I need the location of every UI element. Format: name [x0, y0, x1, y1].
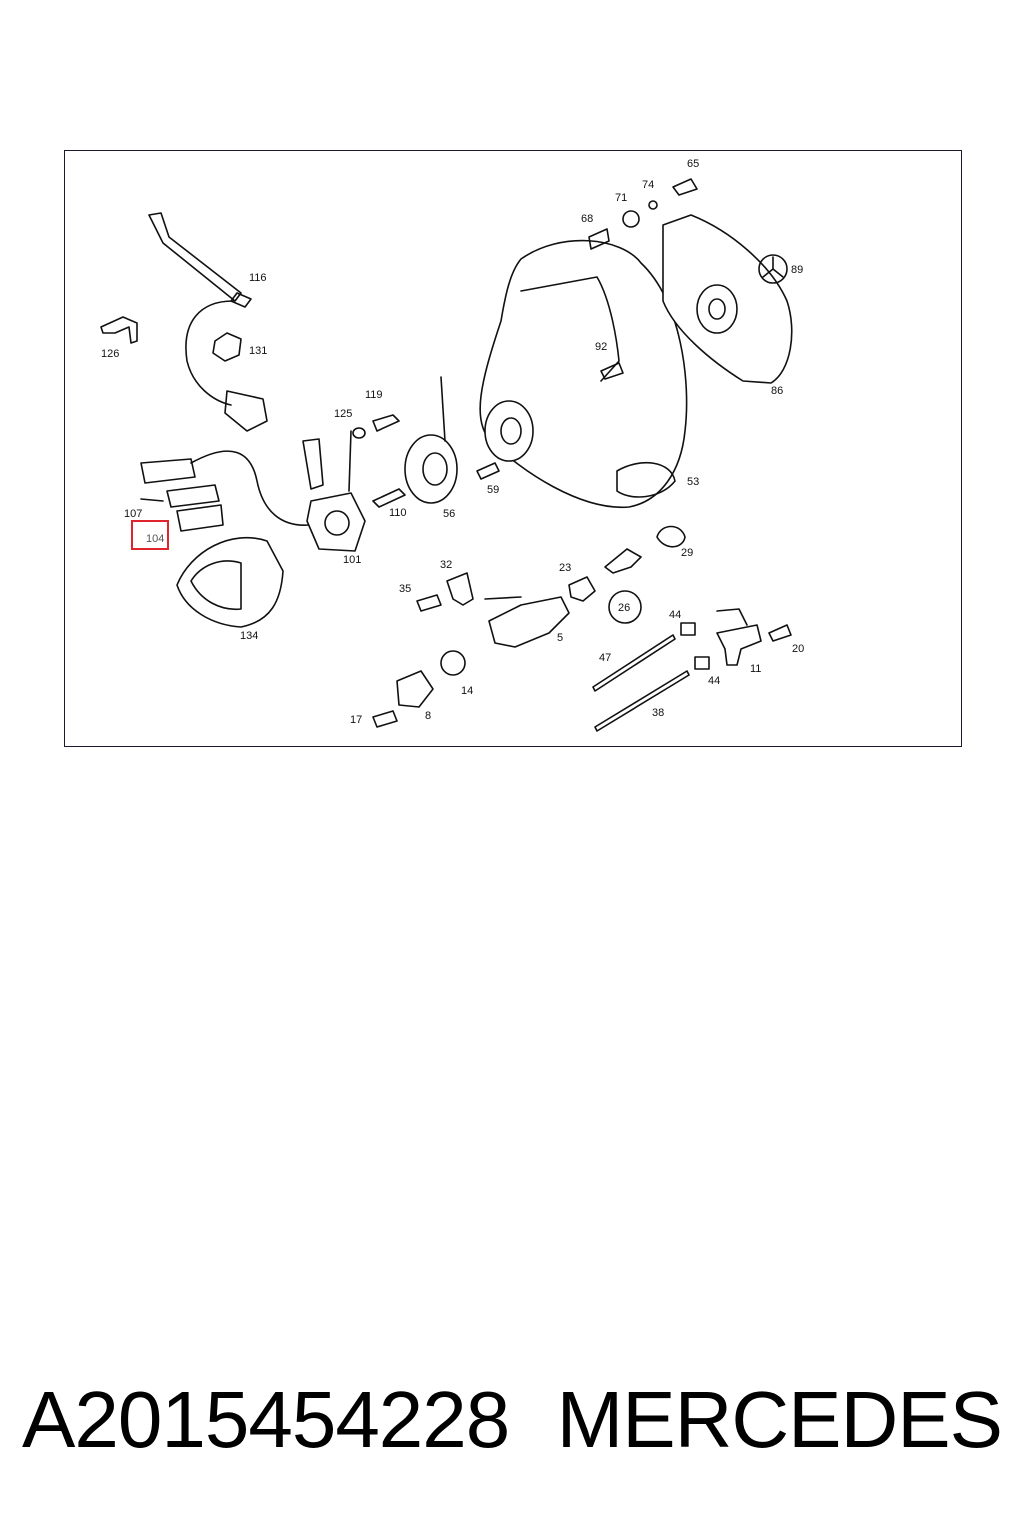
callout-label: 92	[595, 341, 607, 353]
part-screw-59	[476, 462, 500, 480]
callout-label: 53	[687, 476, 699, 488]
part-bracket	[100, 316, 138, 344]
diagram-frame: 65 74 71 68 116 89 126 131 92 86 119 125…	[64, 150, 962, 747]
part-stalk-lever	[148, 212, 268, 432]
callout-label: 56	[443, 508, 455, 520]
callout-labels: 65 74 71 68 116 89 126 131 92 86 119 125…	[101, 158, 804, 726]
callout-label: 29	[681, 547, 693, 559]
part-lever-11	[716, 624, 762, 666]
part-rod-47	[592, 634, 676, 692]
part-washer	[352, 427, 366, 439]
callout-label: 119	[365, 389, 383, 401]
callout-label: 14	[461, 685, 473, 697]
footer-caption: A2015454228 MERCEDES	[0, 1370, 1024, 1470]
callout-label: 74	[642, 179, 654, 191]
part-emblem	[758, 254, 788, 284]
callout-label: 23	[559, 562, 571, 574]
callout-label: 86	[771, 385, 783, 397]
part-spring-29	[656, 525, 686, 548]
part-bushing-44b	[694, 656, 710, 670]
part-spring-68	[588, 228, 610, 250]
callout-label: 131	[249, 345, 267, 357]
part-lock-23	[568, 576, 596, 602]
part-washer-74	[648, 200, 658, 210]
part-screw-35	[416, 594, 442, 612]
callout-label: 35	[399, 583, 411, 595]
part-switch-assembly	[302, 430, 366, 552]
part-connectors	[140, 450, 310, 532]
part-bushing-44a	[680, 622, 696, 636]
callout-label: 68	[581, 213, 593, 225]
part-number: A2015454228	[22, 1375, 510, 1464]
callout-label: 32	[440, 559, 452, 571]
callout-label: 47	[599, 652, 611, 664]
callout-label: 11	[750, 663, 761, 675]
part-nut-71	[622, 210, 640, 228]
callout-label: 110	[389, 507, 407, 519]
part-steering-wheel	[479, 239, 688, 508]
callout-label: 89	[791, 264, 803, 276]
part-ignition-lock	[484, 596, 570, 648]
part-screw-17	[372, 710, 398, 728]
callout-label: 101	[343, 554, 361, 566]
part-key	[604, 548, 642, 574]
highlight-box	[131, 520, 169, 550]
callout-label: 20	[792, 643, 804, 655]
callout-label: 8	[425, 710, 431, 722]
callout-label: 116	[249, 272, 267, 284]
callout-label: 17	[350, 714, 362, 726]
part-clip	[212, 332, 242, 362]
brand-name: MERCEDES	[556, 1375, 1003, 1464]
callout-label: 71	[615, 192, 627, 204]
callout-label: 126	[101, 348, 119, 360]
callout-label: 59	[487, 484, 499, 496]
callout-label-highlighted: 104	[146, 533, 164, 545]
callout-label: 65	[687, 158, 699, 170]
callout-label: 107	[124, 508, 142, 520]
part-bolt	[372, 488, 406, 508]
part-bracket-32	[446, 572, 474, 606]
exploded-parts-diagram: 65 74 71 68 116 89 126 131 92 86 119 125…	[100, 158, 804, 732]
part-rod-38	[594, 670, 690, 732]
callout-label: 44	[708, 675, 720, 687]
part-screw-65	[672, 178, 698, 196]
callout-label: 5	[557, 632, 563, 644]
part-screw	[372, 414, 400, 432]
part-lock-cylinder-26	[608, 590, 642, 624]
part-screw-92	[600, 362, 624, 380]
callout-label: 44	[669, 609, 681, 621]
part-shroud	[176, 536, 284, 628]
callout-label: 38	[652, 707, 664, 719]
part-airbag-pad	[662, 214, 793, 384]
callout-label: 134	[240, 630, 258, 642]
callout-label: 125	[334, 408, 352, 420]
part-screw-20	[768, 624, 792, 642]
part-sleeve-8	[396, 670, 434, 708]
callout-label: 26	[618, 602, 630, 614]
part-hub-plate	[404, 376, 458, 504]
part-bushing-14	[440, 650, 466, 676]
